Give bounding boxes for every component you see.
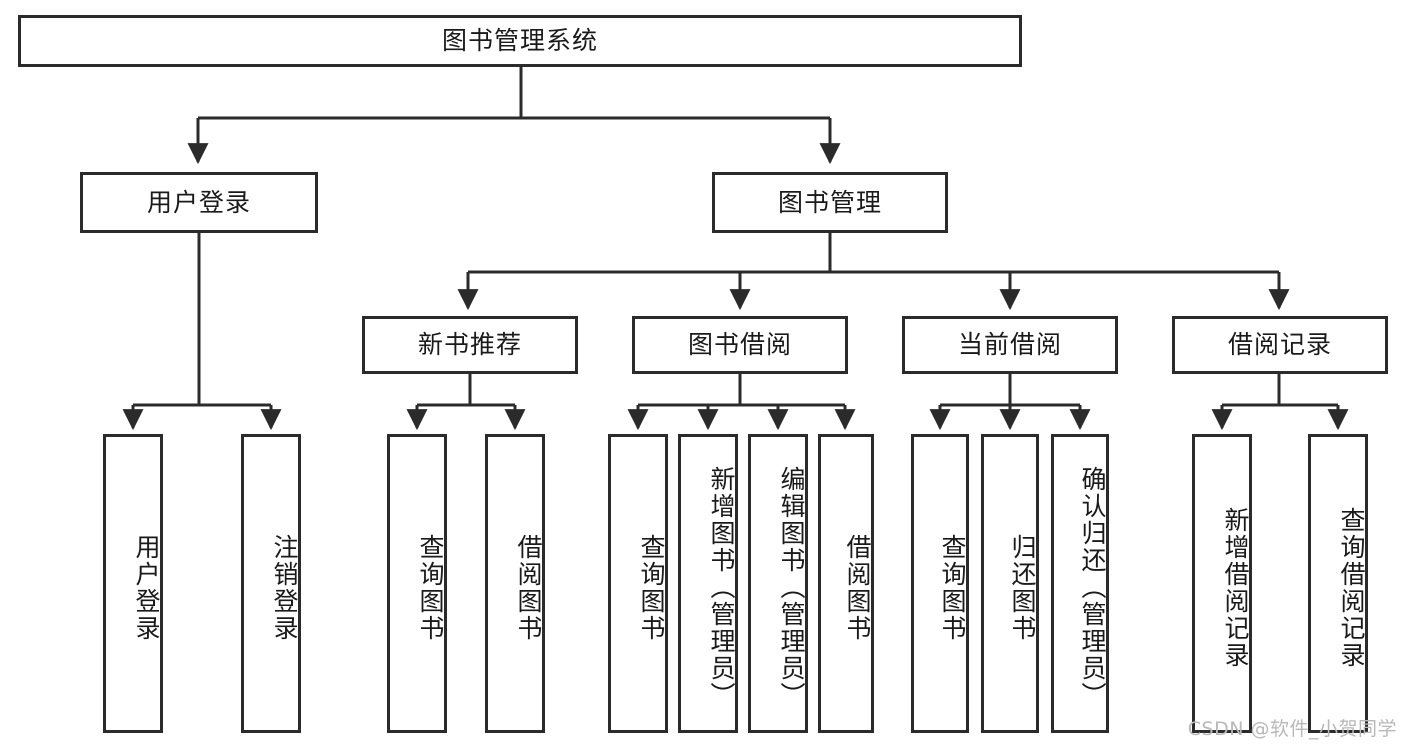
leaf-new-book-query-book[interactable]: 查询图书 xyxy=(387,434,447,733)
node-label: 用户登录 xyxy=(132,533,161,642)
node-borrow-record[interactable]: 借阅记录 xyxy=(1172,316,1388,374)
node-label: 借阅图书 xyxy=(514,533,543,642)
leaf-borrow-edit-book-admin[interactable]: 编辑图书（管理员） xyxy=(748,434,808,733)
leaf-borrow-borrow-book[interactable]: 借阅图书 xyxy=(818,434,874,733)
node-book-borrow[interactable]: 图书借阅 xyxy=(632,316,848,374)
node-label: 确认归还（管理员） xyxy=(1078,466,1107,709)
node-label: 归还图书 xyxy=(1008,533,1037,642)
node-label: 编辑图书（管理员） xyxy=(777,466,806,709)
node-label: 查询借阅记录 xyxy=(1337,506,1366,669)
leaf-user-login-logout[interactable]: 注销登录 xyxy=(241,434,301,733)
node-label: 用户登录 xyxy=(146,187,251,217)
leaf-current-return-book[interactable]: 归还图书 xyxy=(981,434,1039,733)
leaf-current-query-book[interactable]: 查询图书 xyxy=(911,434,969,733)
node-current-borrow[interactable]: 当前借阅 xyxy=(902,316,1118,374)
node-label: 新书推荐 xyxy=(417,330,522,360)
node-book-management[interactable]: 图书管理 xyxy=(712,172,948,233)
node-label: 图书管理 xyxy=(777,187,882,217)
node-new-book-recommend[interactable]: 新书推荐 xyxy=(362,316,578,374)
leaf-borrow-query-book[interactable]: 查询图书 xyxy=(608,434,668,733)
node-label: 查询图书 xyxy=(416,533,445,642)
node-label: 新增图书（管理员） xyxy=(707,466,736,709)
node-label: 查询图书 xyxy=(938,533,967,642)
csdn-watermark: CSDN @软件_小贺同学 xyxy=(1187,718,1397,740)
node-label: 查询图书 xyxy=(637,533,666,642)
node-root-book-management-system[interactable]: 图书管理系统 xyxy=(18,15,1022,67)
node-label: 新增借阅记录 xyxy=(1221,506,1250,669)
leaf-borrow-add-book-admin[interactable]: 新增图书（管理员） xyxy=(678,434,738,733)
node-label: 当前借阅 xyxy=(957,330,1062,360)
node-label: 图书管理系统 xyxy=(441,26,598,56)
leaf-user-login-login[interactable]: 用户登录 xyxy=(103,434,163,733)
node-user-login[interactable]: 用户登录 xyxy=(80,172,318,233)
node-label: 借阅记录 xyxy=(1227,330,1332,360)
node-label: 借阅图书 xyxy=(843,533,872,642)
leaf-record-query-borrow-record[interactable]: 查询借阅记录 xyxy=(1308,434,1368,733)
leaf-record-add-borrow-record[interactable]: 新增借阅记录 xyxy=(1192,434,1252,733)
leaf-new-book-borrow-book[interactable]: 借阅图书 xyxy=(485,434,545,733)
node-label: 图书借阅 xyxy=(687,330,792,360)
node-label: 注销登录 xyxy=(270,533,299,642)
leaf-current-confirm-return-admin[interactable]: 确认归还（管理员） xyxy=(1051,434,1109,733)
